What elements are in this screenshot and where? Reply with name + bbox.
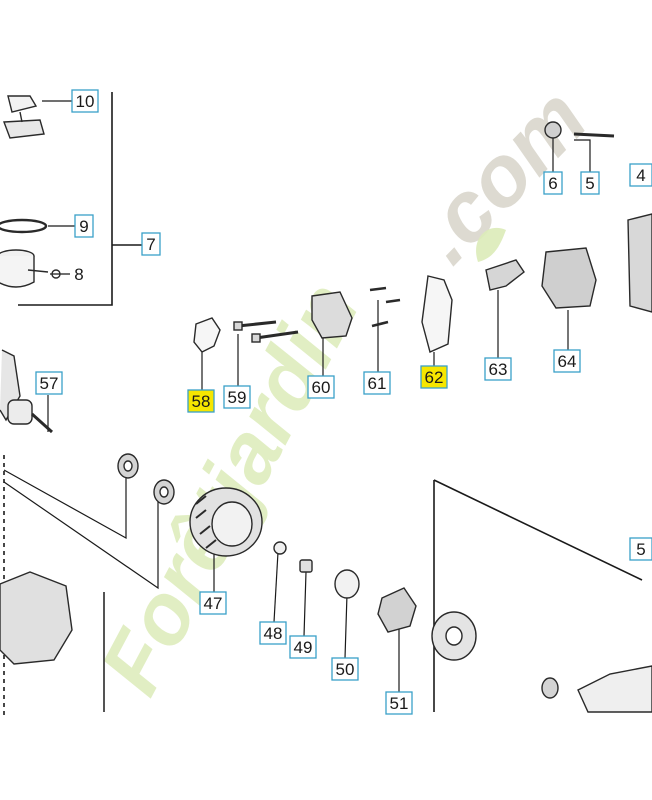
part-64-carburetor	[541, 247, 597, 309]
leader-5	[574, 139, 591, 172]
callout-5[interactable]: 5	[580, 171, 600, 195]
callout-label-57: 57	[40, 374, 59, 393]
callout-57[interactable]: 57	[35, 371, 63, 395]
callout-label-5-bottom: 5	[636, 540, 645, 559]
callout-label-47: 47	[204, 594, 223, 613]
part-51-clutch	[377, 587, 417, 633]
part-57-crankshaft	[0, 349, 54, 434]
part-49-nut	[299, 559, 313, 573]
part-10-drawing	[3, 95, 45, 139]
callout-label-63: 63	[489, 360, 508, 379]
part-4-body	[627, 213, 652, 313]
part-48-washer	[273, 541, 287, 555]
part-6-nut	[544, 121, 562, 139]
callout-label-8: 8	[74, 265, 83, 284]
callout-6[interactable]: 6	[543, 171, 563, 195]
crankcase	[0, 571, 73, 665]
callout-label-51: 51	[390, 694, 409, 713]
callout-label-50: 50	[336, 660, 355, 679]
callout-62[interactable]: 62	[420, 365, 448, 389]
callout-8[interactable]: 8	[74, 265, 83, 284]
callout-label-49: 49	[294, 638, 313, 657]
leader-bearing-1	[3, 469, 127, 540]
callout-51[interactable]: 51	[385, 691, 413, 715]
leader-49	[303, 571, 307, 637]
callout-9[interactable]: 9	[74, 214, 94, 238]
leader-bearing-2	[3, 481, 159, 590]
callout-49[interactable]: 49	[289, 635, 317, 659]
callout-7[interactable]: 7	[141, 232, 161, 256]
callout-label-4: 4	[636, 166, 645, 185]
callout-50[interactable]: 50	[331, 657, 359, 681]
callout-label-59: 59	[228, 388, 247, 407]
part-8-piston	[0, 249, 61, 288]
callout-label-5: 5	[585, 174, 594, 193]
callout-label-60: 60	[312, 378, 331, 397]
callout-63[interactable]: 63	[484, 357, 512, 381]
callout-label-61: 61	[368, 374, 387, 393]
part-59-bolts	[233, 320, 299, 343]
part-60-spacer	[311, 291, 353, 339]
callout-58[interactable]: 58	[187, 389, 215, 413]
callout-label-6: 6	[548, 174, 557, 193]
fuel-tank	[577, 665, 652, 713]
callout-label-7: 7	[146, 235, 155, 254]
callout-label-62: 62	[425, 368, 444, 387]
leader-50	[344, 593, 348, 659]
callout-label-64: 64	[558, 352, 577, 371]
callout-label-58: 58	[192, 392, 211, 411]
callout-5-bottom[interactable]: 5	[629, 537, 652, 561]
callout-4[interactable]: 4	[629, 163, 652, 187]
callout-48[interactable]: 48	[259, 621, 287, 645]
part-63-intake	[485, 259, 525, 291]
callout-60[interactable]: 60	[307, 375, 335, 399]
group-5x-frame	[433, 479, 643, 581]
group-7-bracket	[18, 92, 113, 306]
part-9-ring	[0, 218, 48, 234]
part-61-screws	[369, 286, 401, 328]
bearing-2	[153, 479, 175, 505]
leaf-icon	[476, 227, 506, 262]
callout-label-10: 10	[76, 92, 95, 111]
callout-64[interactable]: 64	[553, 349, 581, 373]
leader-48	[273, 551, 279, 623]
callout-label-9: 9	[79, 217, 88, 236]
part-58-gasket	[193, 317, 221, 353]
part-50-disc	[334, 569, 360, 599]
callout-label-48: 48	[264, 624, 283, 643]
callout-10[interactable]: 10	[71, 89, 99, 113]
watermark: Forêtjardin .com	[82, 70, 605, 709]
clutch-drum	[431, 611, 477, 661]
callout-61[interactable]: 61	[363, 371, 391, 395]
leader-lines	[3, 100, 591, 692]
parts	[0, 95, 652, 713]
part-5-pin	[573, 132, 615, 138]
part-47-flywheel	[189, 487, 263, 557]
part-62-gasket	[421, 275, 453, 353]
bearing-3	[541, 677, 559, 699]
callouts: 10 9 8 7 6 5 4 57	[35, 89, 652, 715]
callout-59[interactable]: 59	[223, 385, 251, 409]
callout-47[interactable]: 47	[199, 591, 227, 615]
bearing-1	[117, 453, 139, 479]
